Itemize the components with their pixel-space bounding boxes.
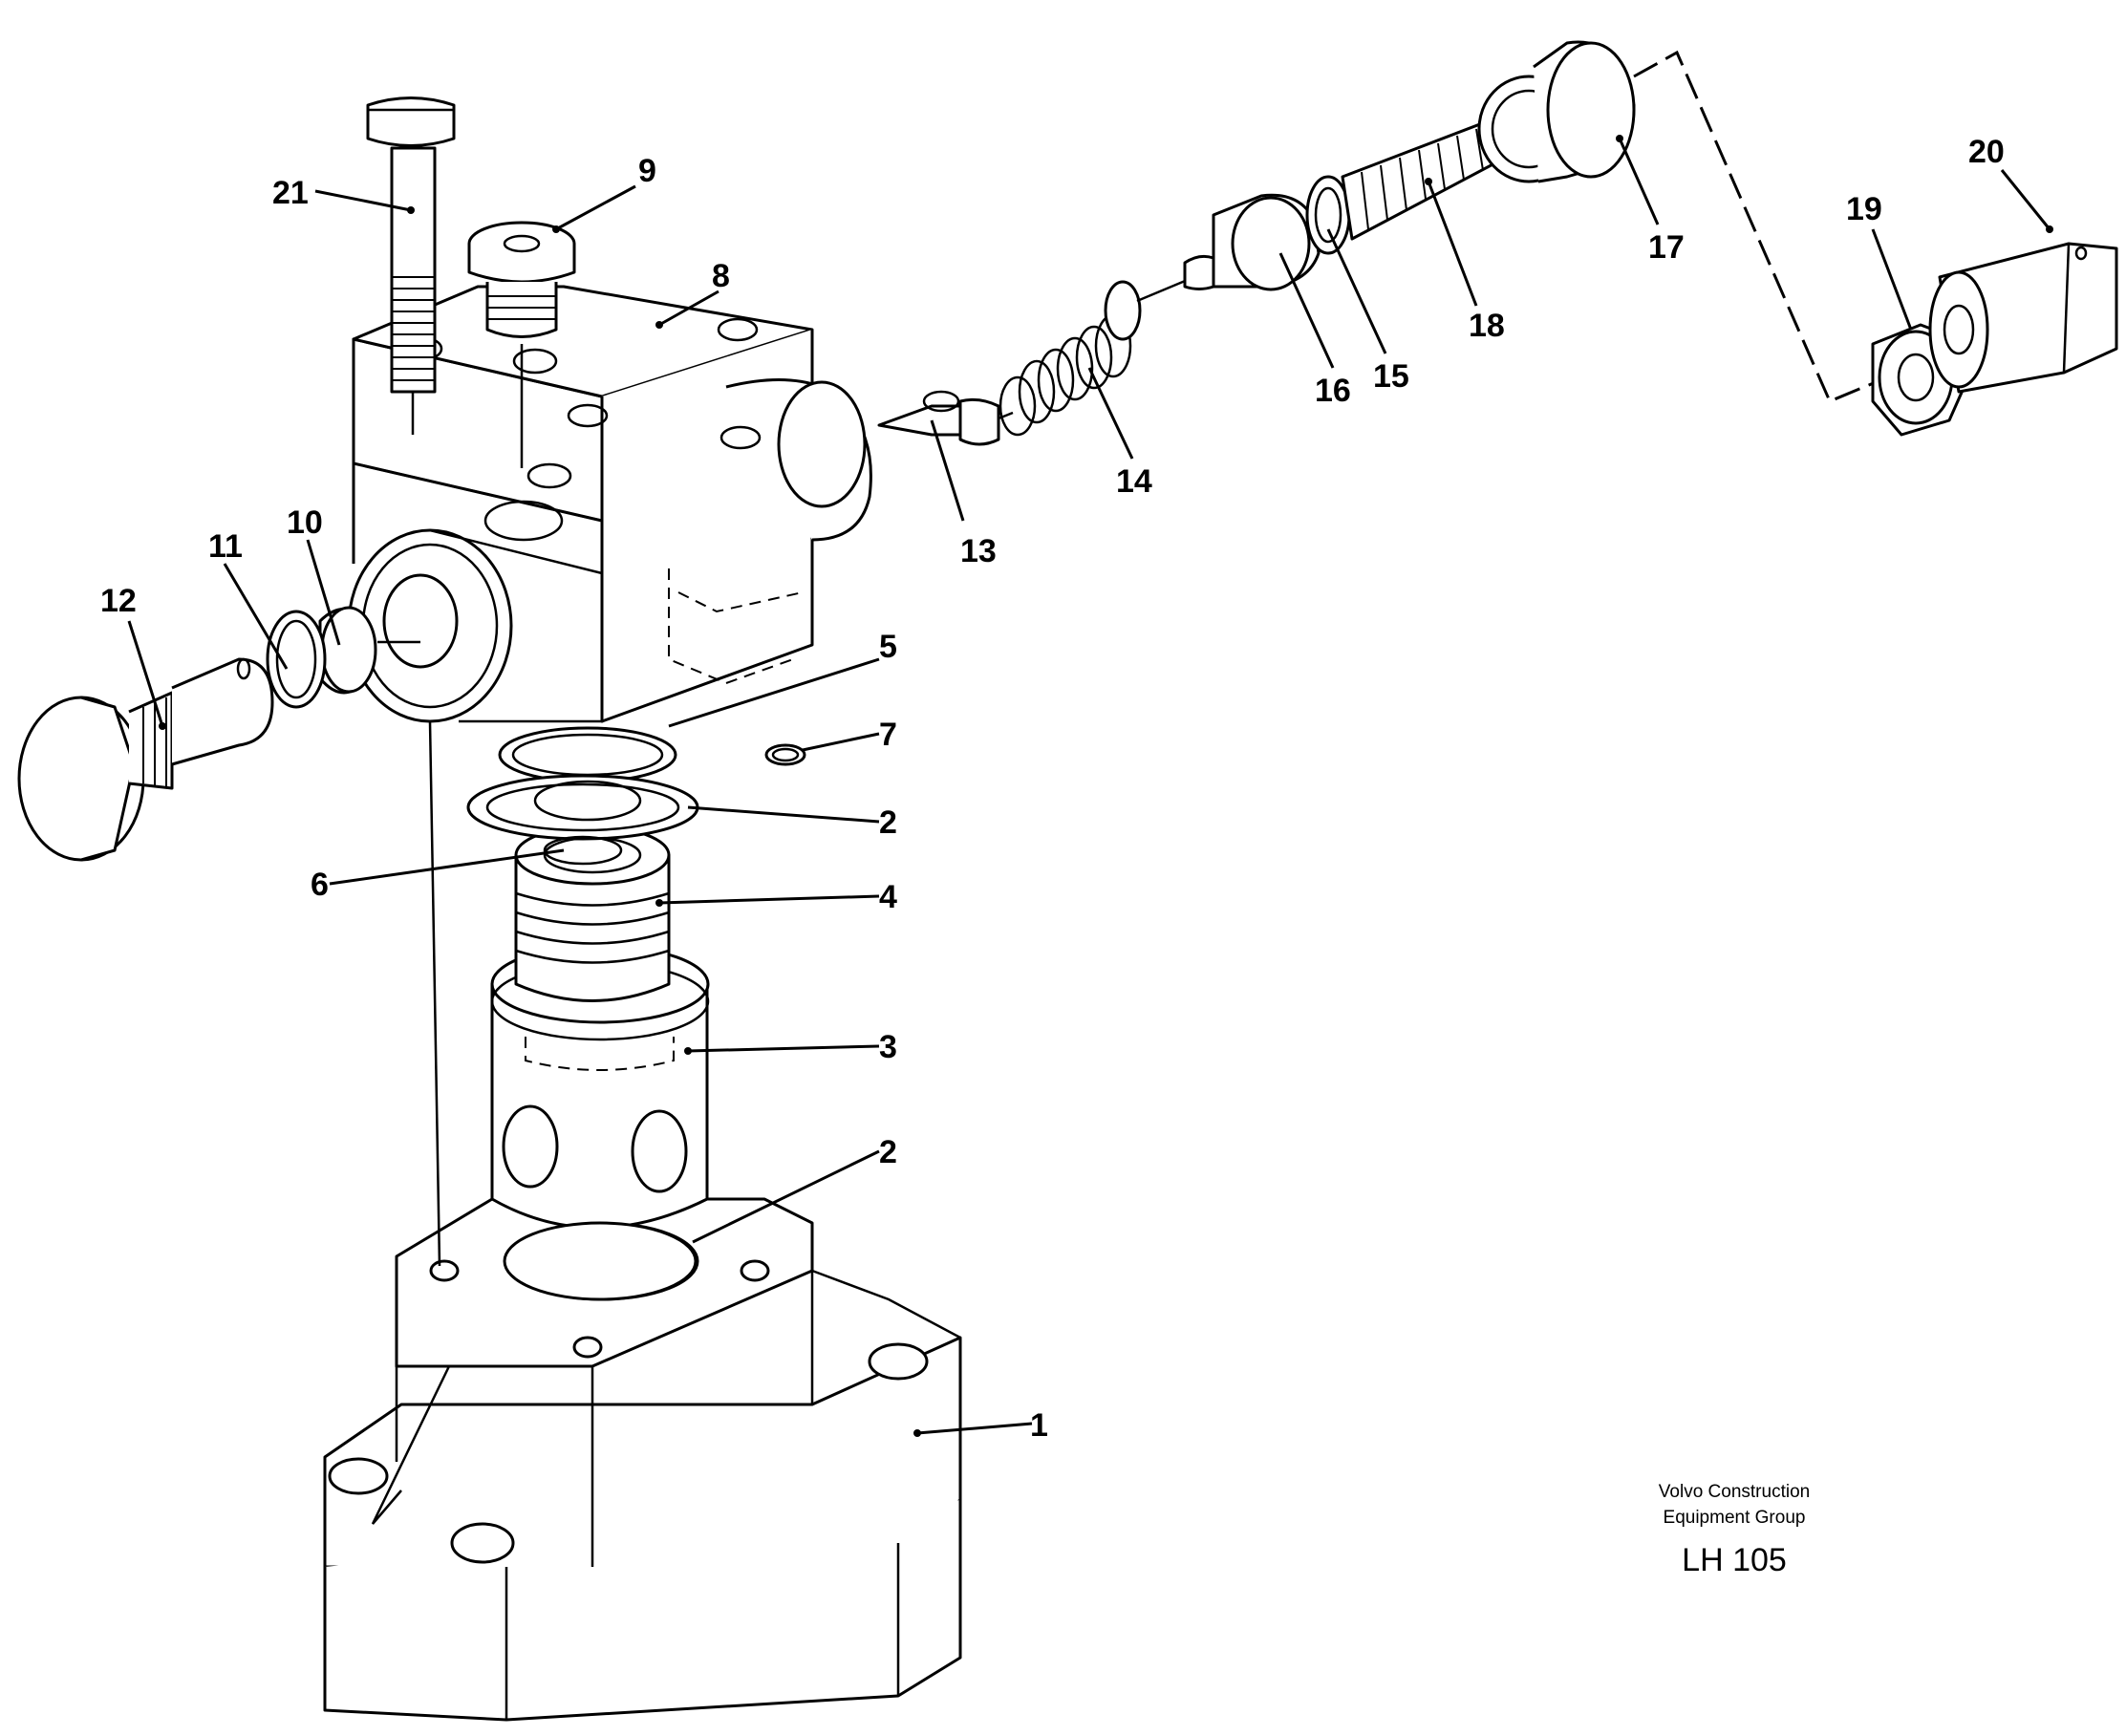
part-9-plug <box>467 221 576 468</box>
part-20-cap <box>1928 242 2118 394</box>
callout-1: 1 <box>1030 1407 1048 1444</box>
company-line-1: Volvo Construction <box>1659 1482 1810 1502</box>
drawing-code: LH 105 <box>1682 1542 1787 1578</box>
callout-16: 16 <box>1315 373 1351 409</box>
part-5-ring <box>498 726 677 783</box>
callout-2-upper: 2 <box>879 804 897 841</box>
callout-4: 4 <box>879 879 897 915</box>
callout-6: 6 <box>311 867 329 903</box>
callout-2-lower: 2 <box>879 1134 897 1170</box>
callout-14: 14 <box>1116 463 1152 500</box>
callout-5: 5 <box>879 629 897 665</box>
part-7-small-ring <box>764 743 806 766</box>
callout-labels: 1 2 2 3 4 5 6 7 8 9 10 11 12 13 14 15 16… <box>100 134 2005 1444</box>
part-10-sleeve <box>318 606 420 695</box>
footer-label: Volvo Construction Equipment Group LH 10… <box>1659 1482 1810 1578</box>
callout-19: 19 <box>1846 191 1882 227</box>
callout-8: 8 <box>712 258 730 294</box>
part-13-poppet <box>877 390 1000 446</box>
part-17-lock-nut <box>1477 40 1636 183</box>
callout-3: 3 <box>879 1029 897 1065</box>
part-8-valve-body <box>347 285 872 723</box>
callout-11: 11 <box>208 528 243 565</box>
part-14-spring <box>998 277 1191 437</box>
part-11-ring <box>266 610 327 709</box>
part-16-spring-seat <box>1183 193 1321 291</box>
callout-13: 13 <box>960 533 997 569</box>
callout-20: 20 <box>1968 134 2005 170</box>
part-2-seal-lower <box>503 1221 698 1301</box>
callout-18: 18 <box>1469 308 1505 344</box>
callout-15: 15 <box>1373 358 1409 395</box>
leader-lines <box>127 135 2053 1437</box>
part-1-base-housing <box>323 1197 962 1722</box>
part-2-seal-upper <box>466 774 699 841</box>
part-21-bolt <box>366 96 456 435</box>
callout-21: 21 <box>272 175 309 211</box>
callout-17: 17 <box>1648 229 1685 266</box>
callout-9: 9 <box>638 153 656 189</box>
part-6-ring <box>543 835 623 866</box>
callout-10: 10 <box>287 504 323 541</box>
part-12-plug <box>17 657 274 862</box>
part-4-piston <box>514 825 671 1002</box>
company-line-2: Equipment Group <box>1664 1508 1806 1528</box>
callout-7: 7 <box>879 717 897 753</box>
callout-12: 12 <box>100 583 137 619</box>
